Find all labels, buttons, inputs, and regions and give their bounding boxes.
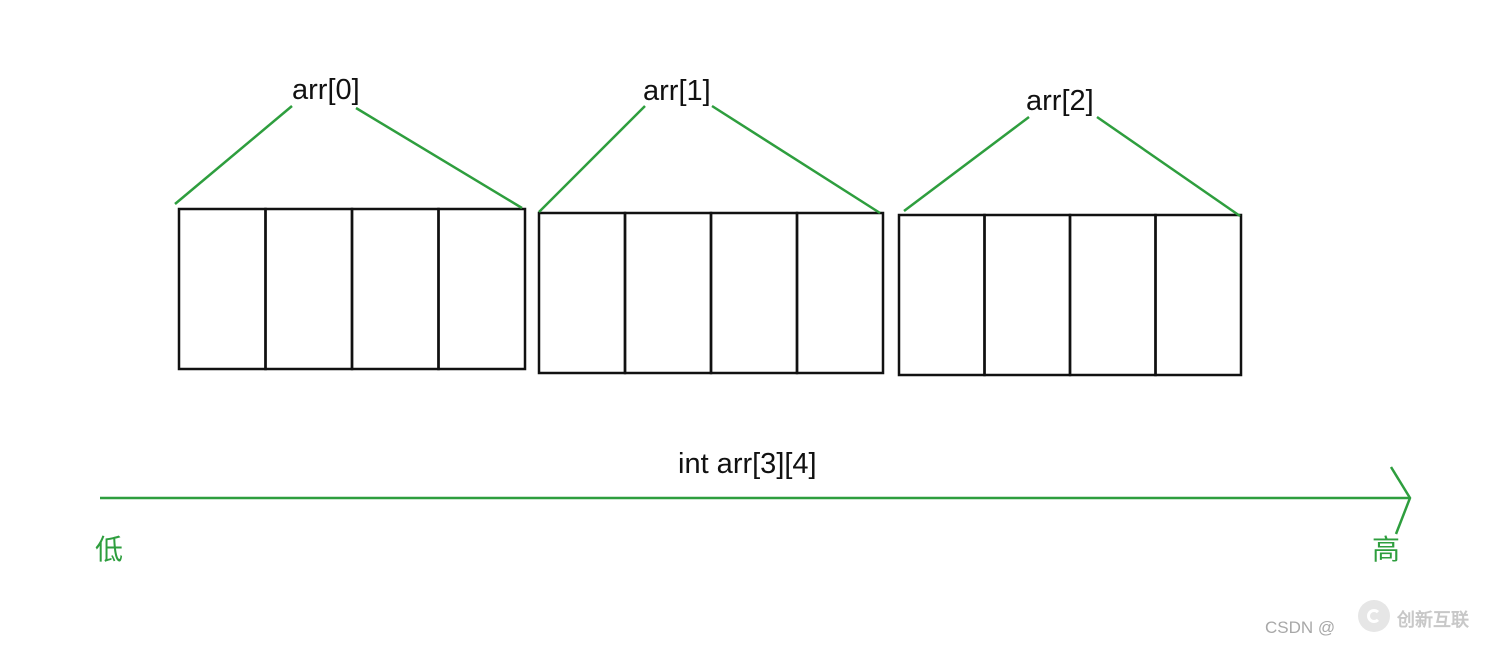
array-cell (795, 211, 885, 375)
memory-address-axis (100, 466, 1412, 535)
bracket-left-line (538, 105, 646, 213)
array-cell (437, 207, 527, 371)
array-cell (897, 213, 986, 377)
array-cell (1154, 213, 1243, 377)
bracket-left-line (903, 116, 1030, 212)
brand-logo-icon (1358, 600, 1390, 632)
brand-watermark: 创新互联 (1397, 610, 1469, 631)
bracket-right-line (1096, 115, 1241, 218)
bracket-left-line (174, 105, 293, 205)
csdn-watermark: CSDN @ (1265, 618, 1336, 637)
group-brackets (174, 104, 1241, 218)
array-cell (709, 211, 799, 375)
group-label-arr0: arr[0] (292, 74, 360, 106)
array-cell (983, 213, 1072, 377)
array-declaration: int arr[3][4] (678, 448, 817, 480)
low-address-label: 低 (95, 533, 124, 566)
group-label-arr2: arr[2] (1026, 85, 1094, 117)
bracket-right-line (355, 106, 523, 210)
array-cell (537, 211, 627, 375)
array-cells (177, 207, 1243, 377)
axis-arrowhead (1389, 466, 1412, 535)
array-cell (1068, 213, 1157, 377)
array-cell (350, 207, 440, 371)
bracket-right-line (711, 104, 881, 215)
array-cell (623, 211, 713, 375)
high-address-label: 高 (1372, 533, 1401, 566)
array-cell (177, 207, 267, 371)
array-cell (264, 207, 354, 371)
group-label-arr1: arr[1] (643, 75, 711, 107)
